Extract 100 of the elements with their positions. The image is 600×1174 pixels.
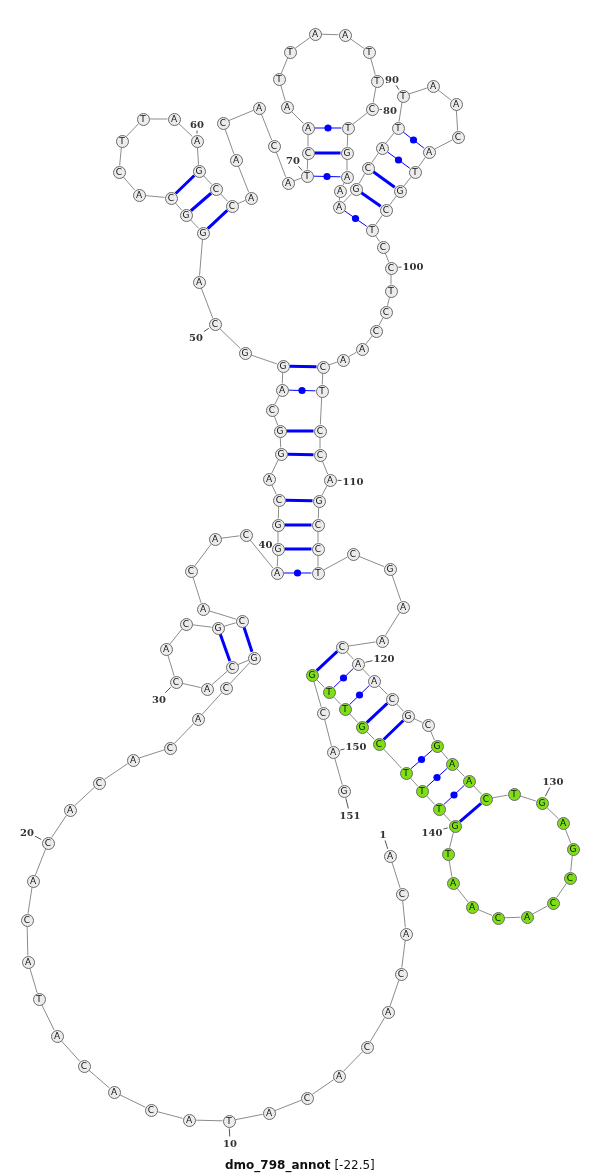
nucleotide-circle: C [365,102,379,116]
nucleotide-circle: A [26,874,40,888]
nucleotide-circle: A [63,803,77,817]
nucleotide-circle: A [50,1029,64,1043]
backbone-line [389,979,400,1007]
backbone-line [347,641,377,647]
backbone-line [395,703,405,712]
nucleotide-circle: G [337,784,351,798]
nucleotide-circle: C [144,1103,158,1117]
base-pair-line [386,151,411,169]
nucleotide-circle: A [200,682,214,696]
backbone-line [442,813,452,822]
nucleotide-circle: G [247,651,261,665]
nucleotide-circle: A [21,955,35,969]
position-number: 60 [190,118,204,130]
backbone-line [491,794,509,799]
nucleotide-circle: T [415,784,429,798]
backbone-line [195,1119,223,1122]
backbone-line [317,555,319,567]
nucleotide-circle: C [184,564,198,578]
backbone-line [319,437,321,449]
backbone-line [519,795,537,802]
backbone-line [319,397,323,425]
backbone-line [372,86,377,104]
nucleotide-circle: A [192,275,206,289]
nucleotide-circle: A [196,602,210,616]
nucleotide-circle: A [270,566,284,580]
backbone-line [401,939,406,969]
nucleotide-circle: A [323,473,337,487]
nucleotide-circle: A [107,1085,121,1099]
nucleotide-circle: T [365,223,379,237]
nucleotide-circle: A [399,927,413,941]
base-pair-line [189,192,213,212]
base-pair-line [443,784,465,806]
base-pair-line [343,210,368,227]
backbone-line [409,777,419,787]
backbone-line [202,175,213,185]
backbone-line [342,182,345,186]
backbone-line [280,84,286,102]
nucleotide-circle: G [383,562,397,576]
backbone-line [477,909,493,916]
backbone-line [191,624,213,628]
nucleotide-circle: A [375,634,389,648]
nucleotide-circle: C [112,165,126,179]
base-pair-line [360,191,382,208]
backbone-line [323,556,348,571]
nucleotide-circle: C [208,317,222,331]
nucleotide-circle: C [479,792,493,806]
nucleotide-circle: T [315,384,329,398]
nucleotide-circle: G [448,819,462,833]
nucleotide-circle: C [239,528,253,542]
position-number: 150 [345,740,367,752]
nucleotide-circle: C [546,896,560,910]
base-pair-line [285,498,313,503]
nucleotide-circle: C [301,146,315,160]
nucleotide-circle: C [372,737,386,751]
nucleotide-circle: C [335,640,349,654]
backbone-line [375,234,380,243]
nucleotide-circle: C [209,182,223,196]
backbone-line [277,531,279,543]
backbone-line [346,134,349,147]
nucleotide-circle: A [445,757,459,771]
backbone-line [219,328,241,349]
nucleotide-circle: C [235,614,249,628]
backbone-line [413,718,423,723]
backbone-line [29,967,38,994]
backbone-line [228,110,254,121]
backbone-line [346,159,348,171]
backbone-line [425,795,436,805]
nucleotide-circle: G [271,518,285,532]
nucleotide-circle: A [301,121,315,135]
backbone-line [449,831,454,849]
backbone-line [174,202,183,211]
base-pair-line [242,626,254,653]
position-number: 110 [342,475,364,487]
nucleotide-circle: G [393,184,407,198]
backbone-line [375,214,383,226]
nucleotide-circle: A [556,816,570,830]
backbone-line [88,1069,110,1089]
backbone-line [437,89,452,101]
backbone-line [306,159,309,170]
nucleotide-circle: A [336,353,350,367]
base-pair-line [333,668,354,688]
base-pair-line [402,131,425,149]
base-pair-line [458,802,483,823]
nucleotide-circle: T [362,45,376,59]
backbone-line [348,713,359,723]
backbone-line [220,535,241,539]
nucleotide-circle: G [430,739,444,753]
backbone-line [199,239,203,276]
nucleotide-circle: C [376,240,390,254]
nucleotide-circle: T [311,566,325,580]
nucleotide-circle: T [408,165,422,179]
nucleotide-circle: A [281,176,295,190]
position-number: 70 [286,154,300,166]
nucleotide-circle: T [136,112,150,126]
backbone-line [211,670,228,686]
base-pair-line [218,633,232,662]
base-pair-line [372,170,396,189]
backbone-line [178,123,193,137]
